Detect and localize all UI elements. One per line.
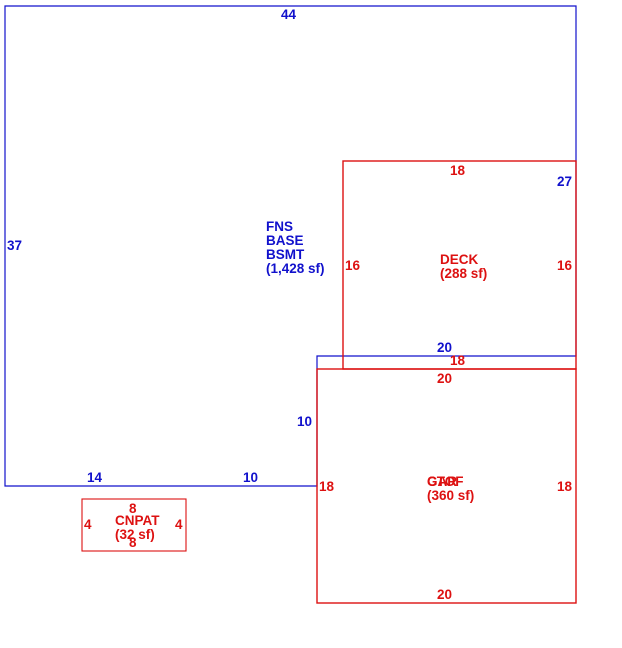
cnpat-dim-bottom: 8: [129, 535, 137, 550]
main-dim-notch-side: 10: [297, 414, 312, 429]
deck-area-value: (288 sf): [440, 266, 487, 281]
deck-dim-bottom: 18: [450, 353, 466, 368]
garage-name-b: CTOF: [427, 474, 464, 489]
garage-outline: [316, 368, 577, 604]
cnpat-dim-right: 4: [175, 517, 183, 532]
cnpat-dim-top: 8: [129, 501, 137, 516]
cnpat-area-value: (32 sf): [115, 527, 155, 542]
garage-area-value: (360 sf): [427, 488, 474, 503]
main-area-outline: [4, 5, 577, 487]
deck-dim-right: 16: [557, 258, 573, 273]
cnpat-name: CNPAT: [115, 513, 160, 528]
garage-dim-right: 18: [557, 479, 573, 494]
garage-name-a: GAR: [427, 474, 457, 489]
cnpat-dim-left: 4: [84, 517, 92, 532]
deck-dim-top: 18: [450, 163, 466, 178]
main-name-line-1: FNS: [266, 219, 293, 234]
deck-name: DECK: [440, 252, 479, 267]
deck-dim-left: 16: [345, 258, 361, 273]
garage-dim-left: 18: [319, 479, 335, 494]
main-dim-left: 37: [7, 238, 22, 253]
main-name-line-3: BSMT: [266, 247, 305, 262]
main-area-value: (1,428 sf): [266, 261, 325, 276]
main-dim-top: 44: [281, 7, 297, 22]
cnpat-outline: [81, 498, 187, 552]
main-name-line-2: BASE: [266, 233, 304, 248]
main-dim-bottom-left: 14: [87, 470, 103, 485]
garage-dim-top: 20: [437, 371, 452, 386]
main-dim-notch-top: 20: [437, 340, 452, 355]
garage-dim-bottom: 20: [437, 587, 452, 602]
main-dim-right-upper: 27: [557, 174, 572, 189]
main-dim-bottom-mid: 10: [243, 470, 258, 485]
